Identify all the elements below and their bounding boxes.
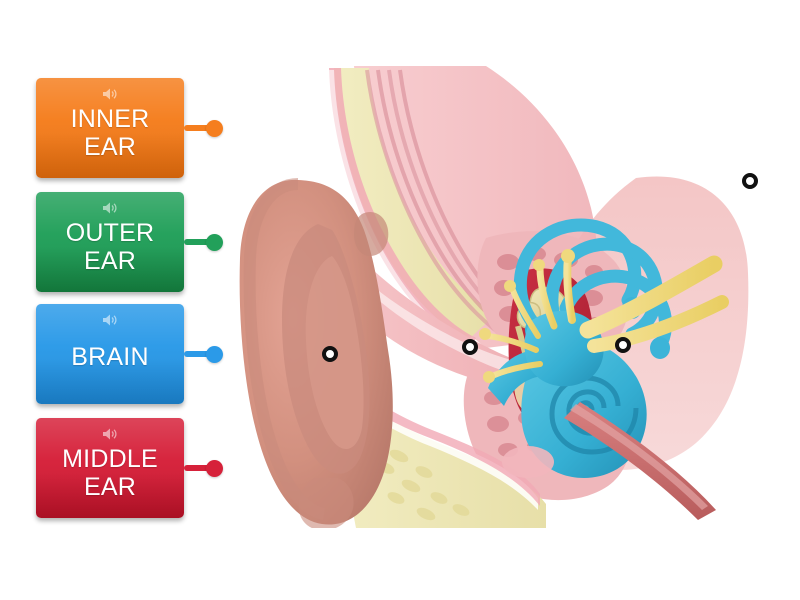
- label-card-outer-ear[interactable]: OUTER EAR: [36, 192, 184, 292]
- speaker-icon[interactable]: [102, 427, 118, 441]
- earlobe: [298, 478, 354, 528]
- speaker-icon[interactable]: [102, 201, 118, 215]
- ear-anatomy-illustration: [236, 58, 766, 528]
- drop-target-marker-3[interactable]: [615, 337, 631, 353]
- connector-line-outer-ear: [184, 239, 210, 245]
- drop-target-marker-1[interactable]: [322, 346, 338, 362]
- label-card-text: BRAIN: [71, 343, 149, 371]
- connector-dot-middle-ear[interactable]: [206, 459, 223, 477]
- label-card-text: INNER EAR: [70, 105, 150, 161]
- connector-dot-outer-ear[interactable]: [206, 233, 223, 251]
- auditory-nerve: [485, 254, 729, 379]
- drop-target-marker-2[interactable]: [462, 339, 478, 355]
- tube-opening: [502, 446, 554, 478]
- tragus: [354, 211, 389, 256]
- drop-target-marker-4[interactable]: [742, 173, 758, 189]
- nerve-endings: [479, 249, 575, 383]
- bone-band-lower: [332, 378, 546, 528]
- eustachian-highlight: [570, 404, 708, 510]
- speaker-icon[interactable]: [102, 313, 118, 327]
- helix-rim: [243, 178, 326, 520]
- connector-line-brain: [184, 351, 210, 357]
- label-card-text: MIDDLE EAR: [62, 445, 158, 501]
- label-card-inner-ear[interactable]: INNER EAR: [36, 78, 184, 178]
- label-card-text: OUTER EAR: [65, 219, 155, 275]
- label-card-brain[interactable]: BRAIN: [36, 304, 184, 404]
- connector-dot-inner-ear[interactable]: [206, 119, 223, 137]
- connector-line-inner-ear: [184, 125, 210, 131]
- bone-band-upper: [334, 68, 496, 340]
- label-card-middle-ear[interactable]: MIDDLE EAR: [36, 418, 184, 518]
- connector-dot-brain[interactable]: [206, 345, 223, 363]
- speaker-icon[interactable]: [102, 87, 118, 101]
- cartilage-lower: [320, 368, 538, 510]
- mucosa-lower: [316, 358, 540, 506]
- eustachian-tube: [564, 402, 716, 520]
- connector-line-middle-ear: [184, 465, 210, 471]
